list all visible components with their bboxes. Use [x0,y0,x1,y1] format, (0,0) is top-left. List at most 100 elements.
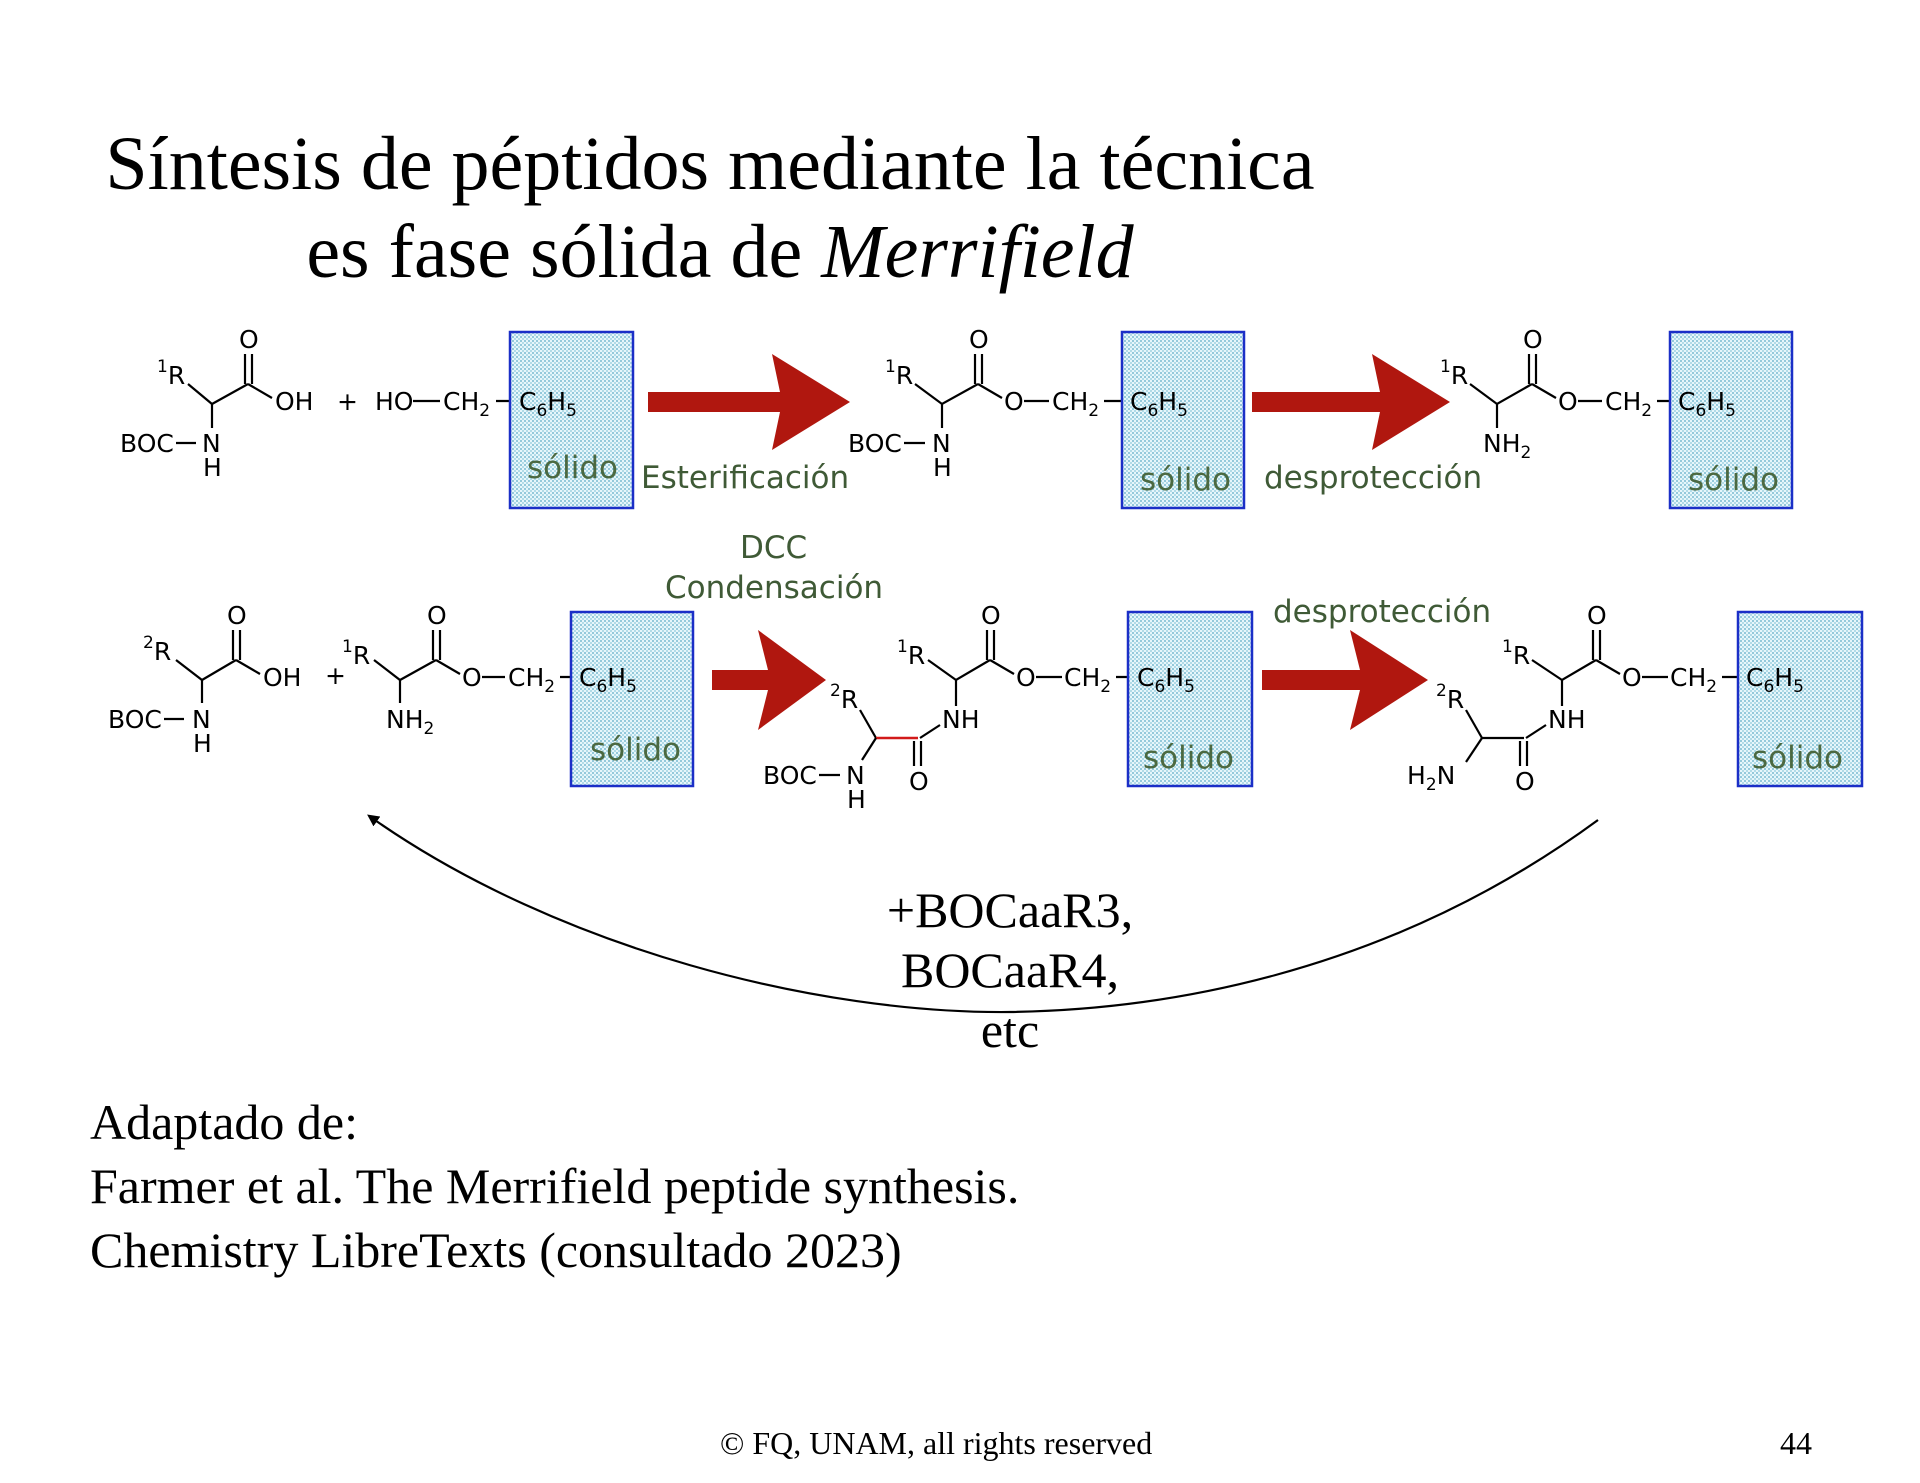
cycle-line-1-text: +BOCaaR3, [886,882,1134,938]
boc-group: BOC [120,429,174,458]
hydroxyl: OH [263,663,301,692]
bond [861,737,877,761]
boc-group: BOC [108,705,162,734]
bond [435,659,461,675]
benzyl-alcohol-resin: HO CH2 [375,387,518,421]
aminoacyl-resin: 1R O O CH2 NH2 [1440,325,1678,463]
reference-line-1: Adaptado de: [90,1094,358,1150]
solid-label-3: sólido [1688,462,1779,498]
esterificacion-label: Esterificación [641,460,849,496]
solid-label-6: sólido [1752,740,1843,776]
solid-support-1 [508,330,635,510]
condensacion-label: Condensación [665,570,883,606]
red-arrow [1262,630,1428,730]
h-atom: H [193,729,212,758]
cycle-arrow [367,814,1599,1014]
title-merrifield: Merrifield [821,210,1134,294]
h2n-group: H2N [1407,761,1455,795]
ester-o: O [1558,387,1578,416]
bond [859,709,877,739]
h-atom: H [847,785,866,814]
r1-label: 1R [897,637,925,670]
r1-label: 1R [885,357,913,390]
dcc-label: DCC [740,530,807,566]
bond [919,724,941,739]
bond [1469,383,1533,406]
carbonyl-o: O [427,601,447,630]
carbonyl-o: O [981,601,1001,630]
c6h5-4: C6H5 [579,663,637,697]
r2-label: 2R [143,633,171,666]
solid-support-2 [1120,330,1246,510]
boc-group: BOC [763,761,817,790]
r1-label: 1R [342,637,370,670]
boc-dipeptide-resin: 1R O O CH2 NH 2R O BOC N H [763,601,1136,814]
cycle-reagents: +BOCaaR3, BOCaaR4, etc [860,880,1160,1060]
solid-support-4 [569,610,695,788]
title-line-1: Síntesis de péptidos mediante la técnica [105,122,1315,206]
carbonyl-o: O [227,601,247,630]
cycle-line-1: +BOCaaR3, [860,880,1160,940]
desproteccion-label-1: desprotección [1264,460,1482,496]
bond [1465,737,1483,763]
c6h5-5: C6H5 [1137,663,1195,697]
copyright-footer: © FQ, UNAM, all rights reserved [720,1425,1153,1461]
n-atom: N [192,705,211,734]
bond [175,659,237,682]
bond [927,659,991,682]
ester-o: O [462,663,482,692]
n-atom: N [932,429,951,458]
r1-label: 1R [1502,637,1530,670]
title-line-2-text: es fase sólida de [306,210,822,294]
c6h5-2: C6H5 [1130,387,1188,421]
reference-line-3: Chemistry LibreTexts (consultado 2023) [90,1222,902,1278]
bond [914,383,979,406]
bond [1465,709,1483,739]
bond [235,659,261,675]
ester-o: O [1004,387,1024,416]
bond [1595,659,1621,675]
solid-label-4: sólido [590,732,681,768]
bond [1525,724,1547,739]
h-atom: H [933,453,952,482]
c6h5-1: C6H5 [519,387,577,421]
n-atom: N [202,429,221,458]
n-atom: N [846,761,865,790]
slide-title: Síntesis de péptidos mediante la técnica… [0,120,1420,296]
arrow-desproteccion-1 [1252,354,1450,450]
boc-aminoacyl-resin: 1R O O CH2 BOC N H [848,325,1128,482]
plus-sign: + [337,387,358,416]
solid-support-3 [1668,330,1794,510]
bond [187,383,249,406]
nh-group: NH [1548,705,1586,734]
amide-o: O [909,767,929,796]
reference: Adaptado de: Farmer et al. The Merrifiel… [90,1090,1019,1282]
ester-o: O [1016,663,1036,692]
hydroxyl: OH [275,387,313,416]
plus-sign: + [325,661,346,690]
reference-line-2: Farmer et al. The Merrifield peptide syn… [90,1158,1020,1214]
c6h5-6: C6H5 [1746,663,1804,697]
arrow-condensacion [712,630,826,730]
title-line-2: es fase sólida de Merrifield [0,208,1420,296]
ho-group: HO [375,387,413,416]
cycle-line-3: etc [980,1002,1040,1058]
desproteccion-label-2: desprotección [1273,594,1491,630]
ch2-group: CH2 [1670,663,1717,697]
ester-o: O [1622,663,1642,692]
solid-label-5: sólido [1143,740,1234,776]
r1-label: 1R [157,357,185,390]
ch2-group: CH2 [1064,663,1111,697]
page-number: 44 [1780,1425,1812,1461]
carbonyl-o: O [1523,325,1543,354]
cycle-line-2: BOCaaR4, [860,940,1160,1000]
ch2-group: CH2 [1605,387,1652,421]
h-atom: H [203,453,222,482]
carbonyl-o: O [1587,601,1607,630]
solid-label-2: sólido [1140,462,1231,498]
solid-label-1: sólido [527,450,618,486]
red-arrow [1252,354,1450,450]
amide-o: O [1515,767,1535,796]
r2-label: 2R [1436,681,1464,714]
